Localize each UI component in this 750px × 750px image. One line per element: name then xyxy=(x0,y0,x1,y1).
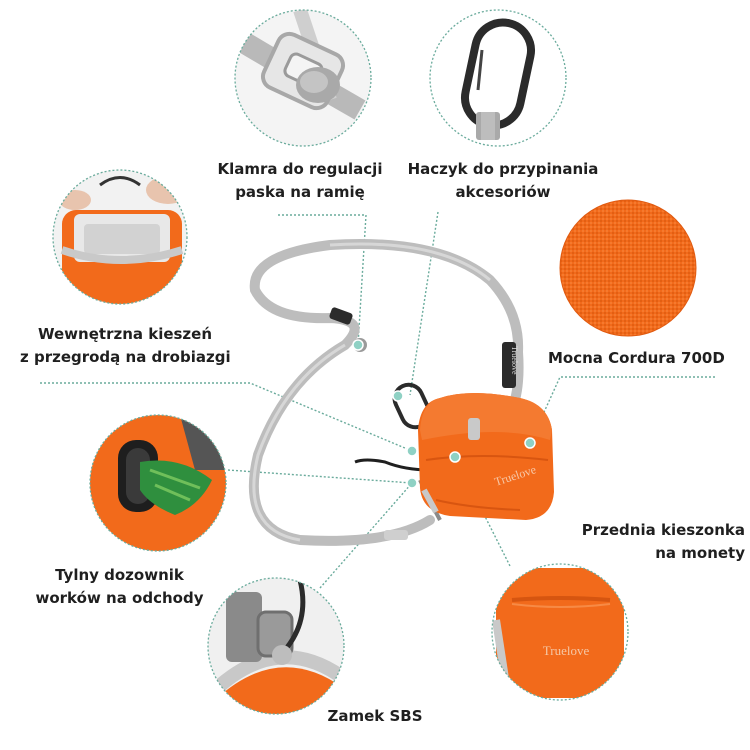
callout-buckle-line1: Klamra do regulacji xyxy=(217,160,383,178)
callout-inner-pocket: Wewnętrzna kieszeń z przegrodą na drobia… xyxy=(20,323,250,369)
buckle-detail-image xyxy=(234,9,372,147)
product-main-image: Truelove Truelove xyxy=(248,239,554,546)
callout-carabiner-line2: akcesoriów xyxy=(455,183,551,201)
callout-inner-pocket-line2: z przegrodą na drobiazgi xyxy=(20,348,231,366)
callout-cordura-line1: Mocna Cordura 700D xyxy=(548,349,725,367)
callout-front-pocket-line2: na monety xyxy=(655,544,745,562)
dot-front-pocket xyxy=(449,451,461,463)
callout-bag-dispenser: Tylny dozownik worków na odchody xyxy=(22,564,217,610)
front-pocket-logo: Truelove xyxy=(543,643,590,658)
strap-tag-logo: Truelove xyxy=(510,346,519,375)
callout-front-pocket: Przednia kieszonka na monety xyxy=(555,519,745,565)
zipper-detail-image xyxy=(207,577,345,715)
inner-pocket-detail-image xyxy=(52,169,188,305)
leader-line-dispenser xyxy=(227,469,413,484)
leader-line-cordura xyxy=(529,376,715,444)
leader-line-inner-pocket xyxy=(40,382,413,452)
callout-bag-dispenser-line1: Tylny dozownik xyxy=(55,566,184,584)
feature-dots xyxy=(352,339,536,489)
callout-buckle: Klamra do regulacji paska na ramię xyxy=(200,158,400,204)
callout-zipper: Zamek SBS xyxy=(300,705,450,728)
callout-cordura: Mocna Cordura 700D xyxy=(548,347,743,370)
dot-buckle xyxy=(352,339,364,351)
callout-bag-dispenser-line2: worków na odchody xyxy=(35,589,204,607)
dot-inner-pocket xyxy=(406,445,418,457)
callout-buckle-line2: paska na ramię xyxy=(235,183,365,201)
dot-dispenser xyxy=(406,477,418,489)
callout-carabiner: Haczyk do przypinania akcesoriów xyxy=(398,158,608,204)
callout-carabiner-line1: Haczyk do przypinania xyxy=(407,160,599,178)
dot-carabiner xyxy=(392,390,404,402)
dot-cordura xyxy=(524,437,536,449)
callout-front-pocket-line1: Przednia kieszonka xyxy=(581,521,745,539)
leader-line-buckle xyxy=(278,214,367,346)
front-pocket-detail-image: Truelove xyxy=(491,563,629,701)
bag-dispenser-detail-image xyxy=(89,414,227,552)
leader-line-carabiner xyxy=(409,211,439,396)
cordura-fabric-image xyxy=(559,199,697,337)
carabiner-detail-image xyxy=(429,9,567,147)
callout-inner-pocket-line1: Wewnętrzna kieszeń xyxy=(38,325,213,343)
callout-zipper-line1: Zamek SBS xyxy=(327,707,423,725)
